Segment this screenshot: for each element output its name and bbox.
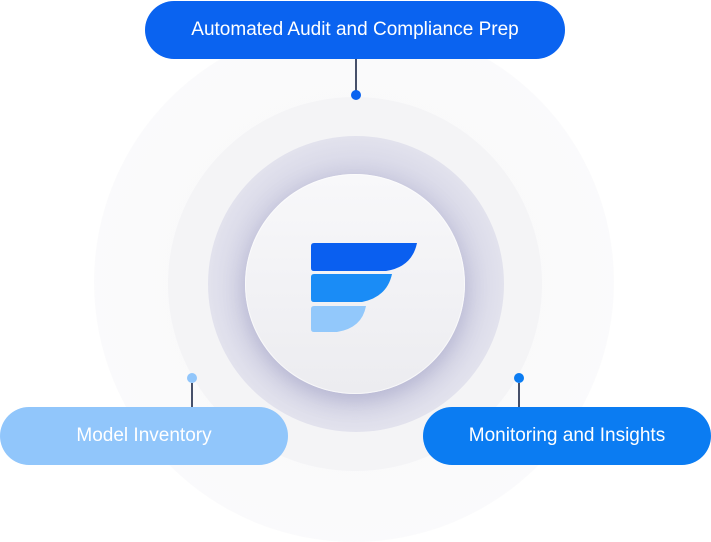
logo-bar-bottom — [311, 306, 366, 332]
node-model-inventory-label: Model Inventory — [76, 425, 212, 446]
connector-dot-right — [514, 373, 524, 383]
node-monitoring-insights: Monitoring and Insights — [423, 407, 711, 465]
connector-right — [518, 383, 520, 407]
connector-dot-top — [351, 90, 361, 100]
logo-bar-top — [311, 243, 417, 271]
fiddler-logo-icon — [311, 243, 417, 332]
connector-top — [355, 59, 357, 91]
node-monitoring-insights-label: Monitoring and Insights — [468, 425, 666, 446]
node-audit-compliance: Automated Audit and Compliance Prep — [145, 1, 565, 59]
node-model-inventory: Model Inventory — [0, 407, 288, 465]
logo-bar-middle — [311, 274, 392, 302]
connector-left — [191, 383, 193, 407]
node-audit-compliance-label: Automated Audit and Compliance Prep — [191, 19, 519, 40]
connector-dot-left — [187, 373, 197, 383]
